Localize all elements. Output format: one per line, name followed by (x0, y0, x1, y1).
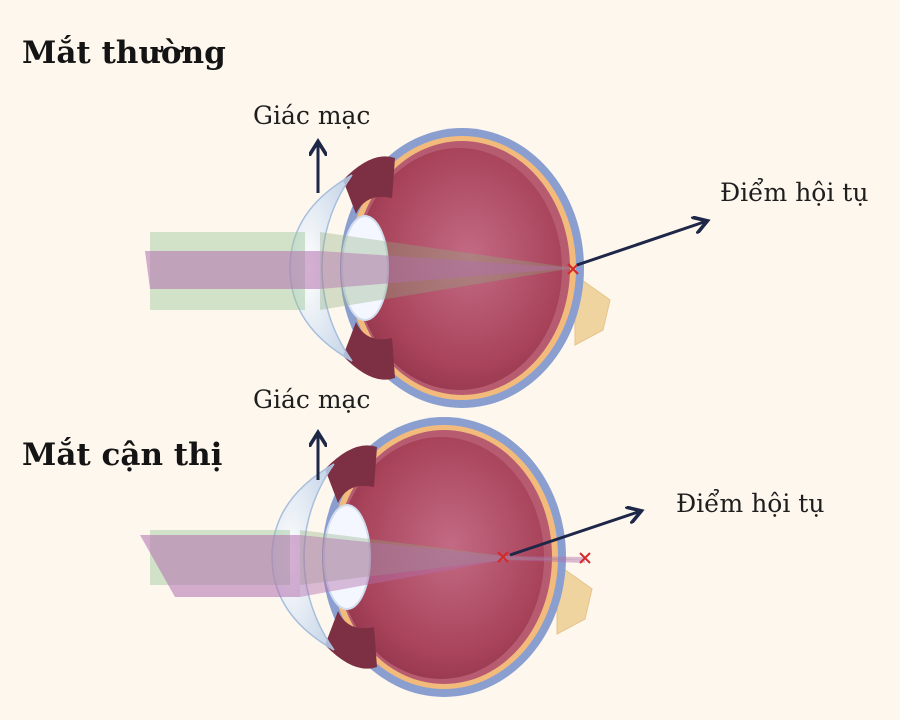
myopic-eye-light-beams (140, 530, 585, 597)
myopic-eye-title: Mắt cận thị (22, 436, 222, 473)
focus-cross-icon (497, 551, 509, 563)
purple-beam (140, 535, 300, 597)
normal-eye-light-beams (145, 232, 574, 310)
myopic-focus-label: Điểm hội tụ (676, 489, 824, 518)
purple-converging-cone (300, 535, 585, 597)
normal-focus-label: Điểm hội tụ (720, 178, 868, 207)
purple-beam (145, 251, 320, 289)
normal-cornea-label: Giác mạc (253, 101, 370, 130)
diagonal-arrow-icon (509, 512, 638, 557)
purple-converging-cone (320, 251, 574, 289)
myopic-cornea-label: Giác mạc (253, 385, 370, 414)
retina-cross-icon (579, 552, 591, 564)
green-converging-cone (320, 232, 574, 310)
green-converging-cone (300, 530, 585, 585)
normal-eye-title: Mắt thường (22, 34, 226, 71)
diagonal-arrow-icon (576, 222, 704, 267)
normal-eye-group: Mắt thường Giác mạc Điểm hội tụ (22, 34, 868, 409)
myopic-eye-group: Mắt cận thị Giác mạc Điểm hội tụ (22, 385, 824, 698)
focus-cross-icon (567, 263, 579, 275)
